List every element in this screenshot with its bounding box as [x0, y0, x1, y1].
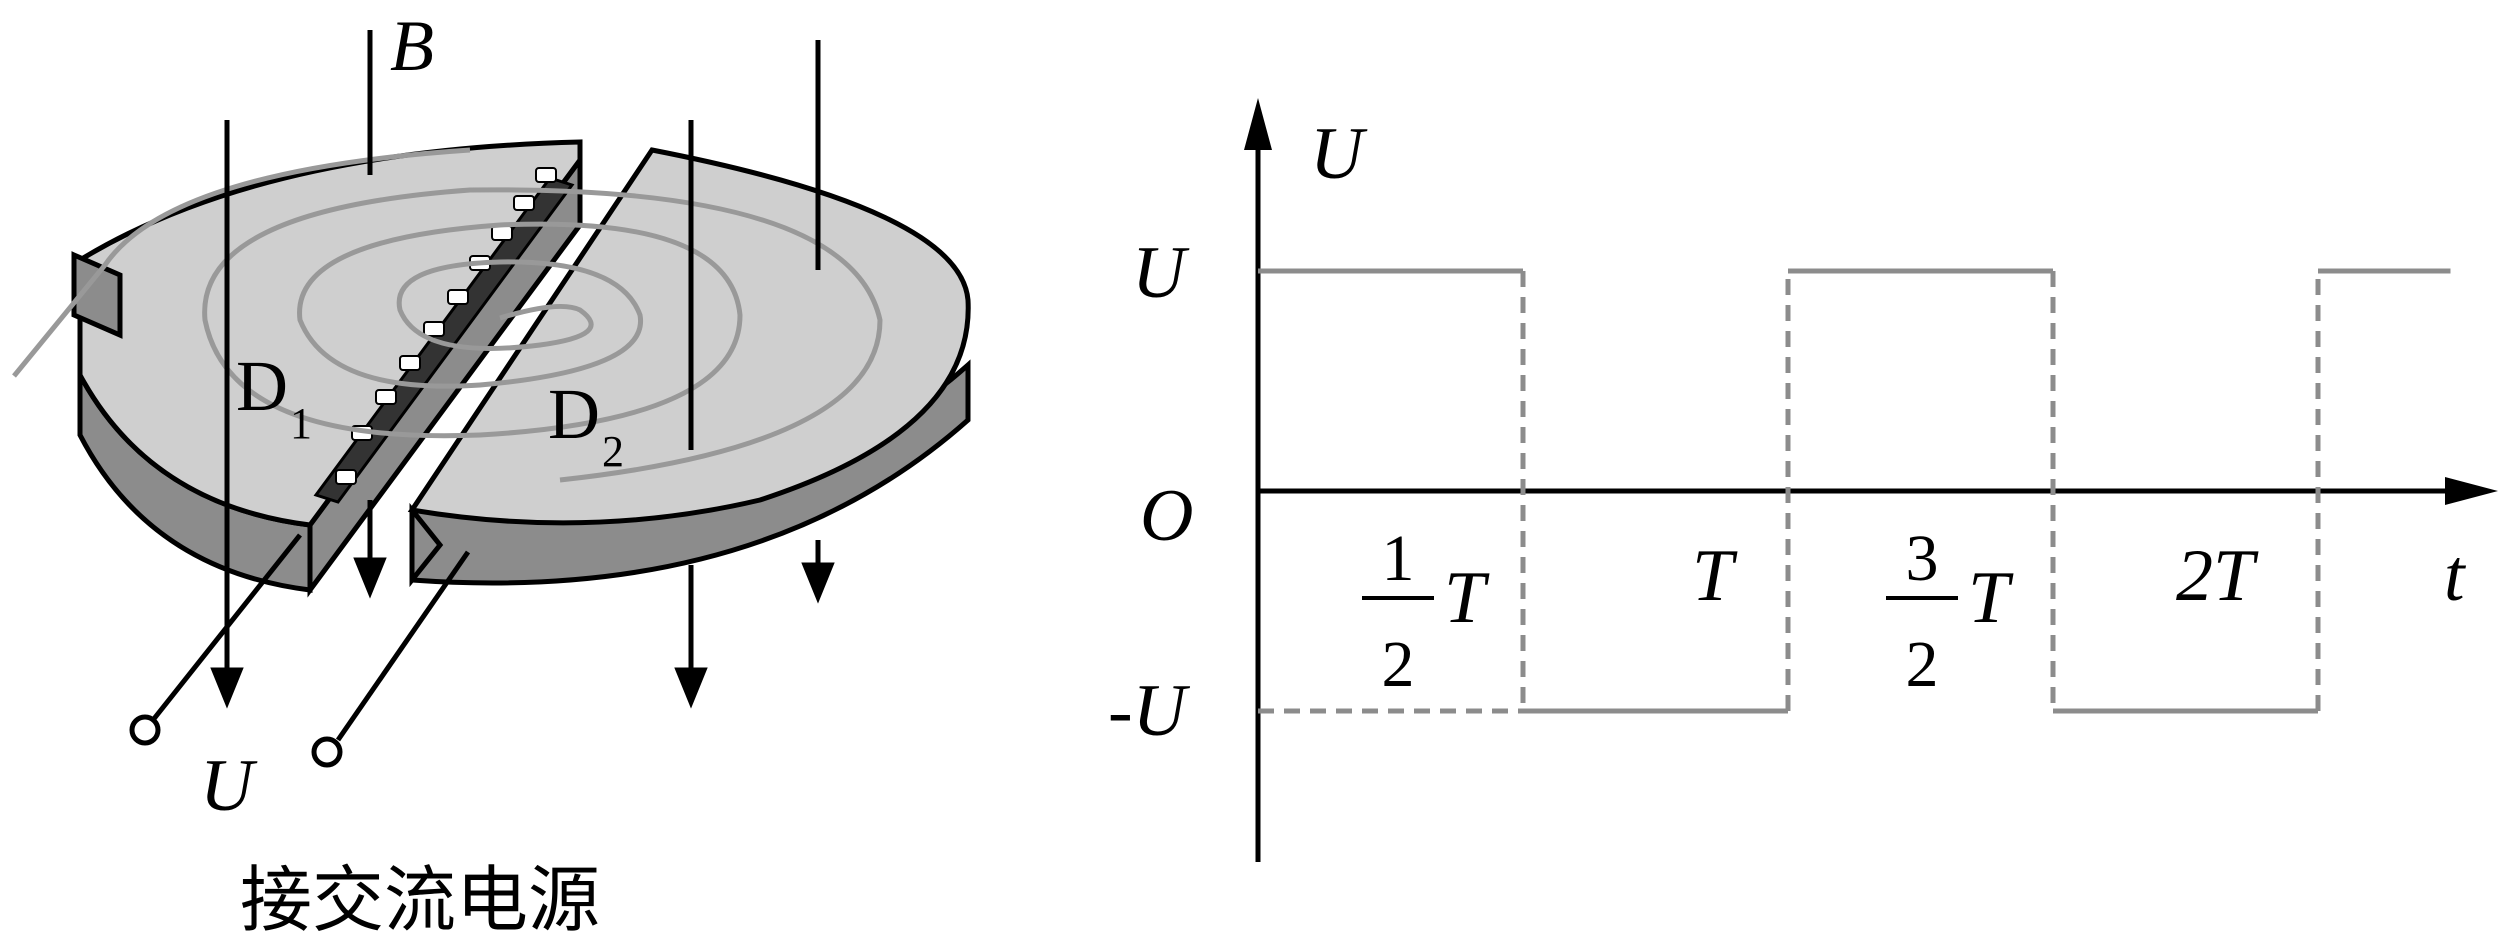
- origin-label: O: [1140, 475, 1193, 557]
- x-tick-two-period: 2T: [2176, 535, 2259, 617]
- square-wave: [1258, 268, 2451, 714]
- x-tick-three-half-period: 3 2 T: [1886, 522, 2014, 701]
- svg-text:T: T: [1968, 557, 2014, 639]
- dee-d2-label: D2: [548, 374, 624, 476]
- y-tick-positive: U: [1132, 232, 1190, 314]
- voltage-label: U: [200, 745, 258, 827]
- svg-text:2: 2: [1906, 628, 1939, 701]
- voltage-time-graph: U t O U -U 1 2 T T 3 2 T 2T: [1108, 98, 2498, 862]
- x-tick-half-period: 1 2 T: [1362, 522, 1490, 701]
- x-axis-label: t: [2444, 535, 2467, 617]
- field-label: B: [390, 6, 434, 86]
- x-axis-arrow: [2445, 477, 2498, 505]
- svg-text:2: 2: [1382, 628, 1415, 701]
- terminal-right: [311, 736, 343, 768]
- cyclotron-diagram: B D1 D2 U 接交流电源: [12, 6, 971, 942]
- svg-text:T: T: [1444, 557, 1490, 639]
- svg-text:3: 3: [1906, 522, 1939, 595]
- x-tick-period: T: [1692, 535, 1738, 617]
- dee-d2-inner-wall: [409, 502, 444, 588]
- terminal-left: [129, 714, 161, 746]
- spiral-particle-path: [12, 147, 883, 483]
- y-tick-negative: -U: [1108, 670, 1191, 752]
- field-lines: [210, 30, 835, 709]
- y-axis-label: U: [1310, 113, 1368, 195]
- y-axis-arrow: [1244, 98, 1272, 150]
- power-leads: [151, 533, 471, 742]
- dee-d1-label: D1: [236, 346, 312, 448]
- caption-ac-source: 接交流电源: [240, 858, 600, 942]
- svg-text:1: 1: [1382, 522, 1415, 595]
